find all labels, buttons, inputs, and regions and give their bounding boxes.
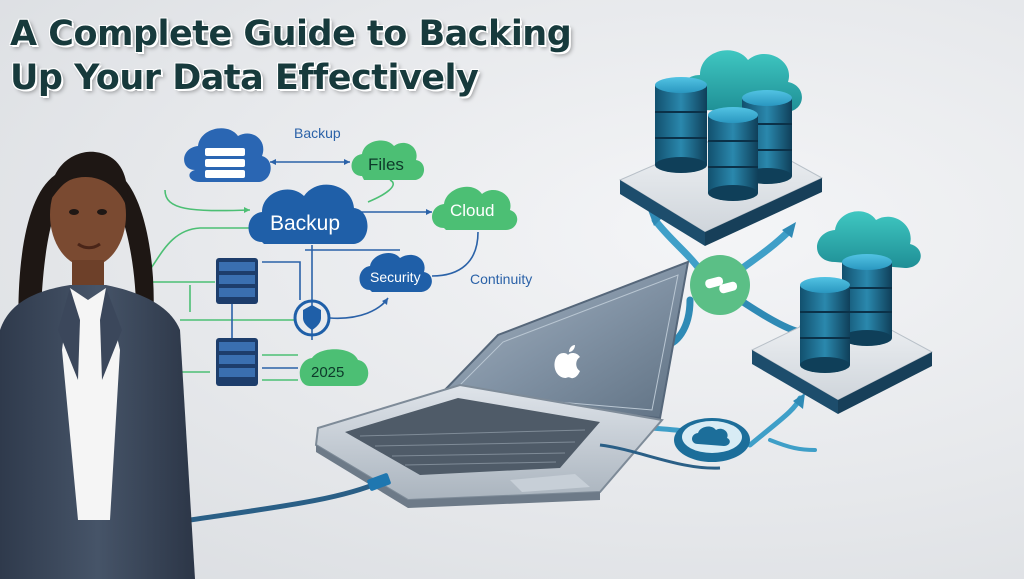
server-platform-right <box>750 211 934 414</box>
title-line-1: A Complete Guide to Backing <box>10 14 572 54</box>
apple-logo-icon <box>554 345 580 379</box>
usb-cable-icon <box>189 443 721 523</box>
label-security: Security <box>370 269 421 285</box>
database-cloud-node <box>184 128 271 182</box>
server-platform-top <box>618 50 824 246</box>
label-cloud: Cloud <box>450 201 494 220</box>
year-pill <box>299 349 369 386</box>
link-node <box>690 255 750 315</box>
cloud-sync-node <box>674 418 750 462</box>
laptop-icon <box>314 260 690 508</box>
server-cylinder <box>800 277 850 373</box>
server-cylinder <box>842 254 892 346</box>
diagram-connectors <box>134 159 479 381</box>
label-backup-small: Backup <box>294 125 341 141</box>
title-line-2: Up Your Data Effectively <box>10 58 479 98</box>
keyboard-keys <box>359 429 586 466</box>
server-stack-2 <box>216 338 258 386</box>
label-backup-main: Backup <box>270 212 340 235</box>
label-year: 2025 <box>311 364 344 381</box>
cloud-node <box>432 186 518 230</box>
shield-icon <box>293 299 331 337</box>
businesswoman-figure <box>0 151 195 579</box>
server-cylinder <box>708 107 758 201</box>
files-cloud-node <box>351 140 425 180</box>
backup-main-cloud-node <box>248 184 368 244</box>
server-stack-1 <box>216 258 258 304</box>
page-title: A Complete Guide to Backing Up Your Data… <box>10 12 572 100</box>
label-files: Files <box>368 155 404 174</box>
server-cylinder <box>655 77 707 173</box>
label-continuity: Continuity <box>470 271 532 287</box>
security-cloud-node <box>359 252 432 292</box>
